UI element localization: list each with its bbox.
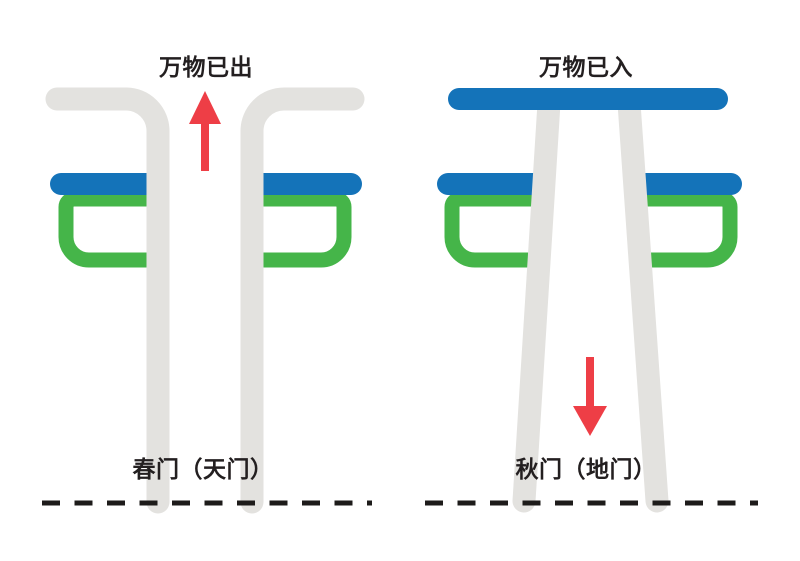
up-arrow-head xyxy=(189,91,221,124)
autumn-gate-label: 秋门（地门） xyxy=(516,456,657,482)
down-arrow-icon xyxy=(573,357,607,436)
autumn-green-bracket-right xyxy=(637,191,738,268)
spring-gate-figure: 万物已出 春门（天门） xyxy=(42,54,372,514)
spring-green-bracket-right xyxy=(252,191,352,268)
up-arrow-icon xyxy=(189,91,221,171)
autumn-green-bracket-left xyxy=(444,191,545,268)
autumn-gray-leg-right xyxy=(617,91,669,513)
autumn-title: 万物已入 xyxy=(539,54,633,80)
autumn-gray-leg-left xyxy=(512,91,561,513)
spring-title: 万物已出 xyxy=(159,54,253,80)
spring-gray-hook-left xyxy=(45,87,170,514)
autumn-gate-figure: 万物已入 秋门（地门） xyxy=(425,54,758,513)
spring-gray-hook-right xyxy=(240,87,365,514)
spring-gate-label: 春门（天门） xyxy=(132,456,274,482)
spring-green-bracket-left xyxy=(58,191,158,268)
down-arrow-head xyxy=(573,406,607,436)
